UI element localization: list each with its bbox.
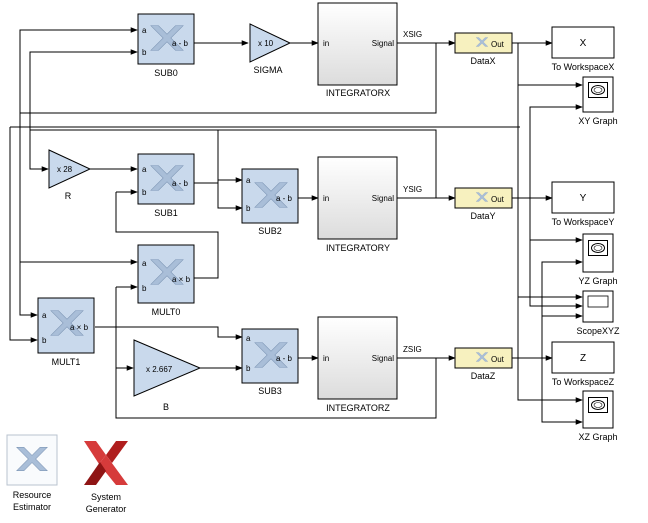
integratorz-out: Signal (372, 354, 394, 363)
sub1-port-b: b (142, 188, 147, 197)
dataz-port: Out (491, 355, 505, 364)
integratorz-in: in (323, 354, 329, 363)
sub3-op: a - b (276, 354, 293, 363)
xz-graph-scope-icon (588, 397, 608, 413)
integratorx-in: in (323, 39, 329, 48)
sub3-block[interactable]: a b a - b SUB3 (241, 328, 299, 396)
sub0-port-a: a (142, 26, 147, 35)
scopexyz-screen-icon (587, 295, 609, 308)
sub1-port-a: a (142, 165, 147, 174)
workspacey-label: To WorkspaceY (552, 217, 615, 227)
datax-gateway-block[interactable]: Out DataX (454, 32, 513, 66)
xy-graph-label: XY Graph (578, 116, 617, 126)
to-workspacez-block[interactable]: Z To WorkspaceZ (551, 341, 615, 387)
sub0-label: SUB0 (154, 68, 178, 78)
sigma-gain-block[interactable]: x 10 SIGMA (249, 23, 292, 75)
mult1-op: a × b (70, 323, 89, 332)
sub3-port-b: b (246, 364, 251, 373)
sub3-label: SUB3 (258, 386, 282, 396)
sub2-port-a: a (246, 176, 251, 185)
system-generator-line2: Generator (86, 504, 127, 514)
xz-graph-label: XZ Graph (578, 432, 617, 442)
mult1-block[interactable]: a b a × b MULT1 (37, 297, 95, 367)
b-label: B (163, 402, 169, 412)
integratorx-label: INTEGRATORX (326, 88, 390, 98)
datay-label: DataY (470, 211, 495, 221)
yz-graph-block[interactable]: YZ Graph (578, 233, 618, 286)
mult0-label: MULT0 (152, 307, 181, 317)
sub2-op: a - b (276, 194, 293, 203)
mult0-op: a × b (172, 275, 191, 284)
resource-estimator-line1: Resource (13, 490, 52, 500)
datay-gateway-block[interactable]: Out DataY (454, 187, 513, 221)
system-generator-block[interactable]: System Generator (84, 441, 128, 514)
integratory-label: INTEGRATORY (326, 243, 390, 253)
xy-graph-block[interactable]: XY Graph (578, 76, 618, 126)
ysig-label: YSIG (403, 185, 422, 194)
xy-graph-scope-icon (588, 82, 608, 98)
sub2-block[interactable]: a b a - b SUB2 (241, 168, 299, 236)
scopexyz-label: ScopeXYZ (576, 326, 620, 336)
b-gain-block[interactable]: x 2.667 B (133, 339, 202, 412)
mult0-port-a: a (142, 259, 147, 268)
workspacex-var: X (580, 38, 587, 49)
mult0-port-b: b (142, 284, 147, 293)
datax-port: Out (491, 40, 505, 49)
wires (9, 27, 583, 425)
b-gain-value: x 2.667 (146, 365, 173, 374)
mult1-port-b: b (42, 336, 47, 345)
integratorx-block[interactable]: in Signal INTEGRATORX (317, 2, 398, 98)
resource-estimator-line2: Estimator (13, 502, 51, 512)
integratory-in: in (323, 194, 329, 203)
sigma-gain-value: x 10 (258, 39, 274, 48)
dataz-label: DataZ (471, 371, 496, 381)
system-generator-line1: System (91, 492, 121, 502)
xsig-label: XSIG (403, 30, 422, 39)
sub1-op: a - b (172, 179, 189, 188)
mult1-port-a: a (42, 311, 47, 320)
sub2-label: SUB2 (258, 226, 282, 236)
to-workspacey-block[interactable]: Y To WorkspaceY (551, 181, 615, 227)
to-workspacex-block[interactable]: X To WorkspaceX (551, 26, 615, 72)
integratorz-block[interactable]: in Signal INTEGRATORZ (317, 316, 398, 413)
scopexyz-block[interactable]: ScopeXYZ (576, 290, 620, 336)
sub1-label: SUB1 (154, 208, 178, 218)
sub2-port-b: b (246, 204, 251, 213)
sub0-block[interactable]: a b a - b SUB0 (137, 13, 195, 78)
resource-estimator-block[interactable]: Resource Estimator (6, 434, 58, 512)
datay-port: Out (491, 195, 505, 204)
workspacex-label: To WorkspaceX (552, 62, 615, 72)
r-gain-block[interactable]: x 28 R (48, 149, 92, 201)
dataz-gateway-block[interactable]: Out DataZ (454, 347, 513, 381)
mult0-block[interactable]: a b a × b MULT0 (137, 244, 195, 317)
yz-graph-label: YZ Graph (578, 276, 617, 286)
workspacey-var: Y (580, 193, 587, 204)
mult1-label: MULT1 (52, 357, 81, 367)
sub0-port-b: b (142, 48, 147, 57)
integratorx-out: Signal (372, 39, 394, 48)
zsig-label: ZSIG (403, 345, 422, 354)
r-gain-value: x 28 (57, 165, 73, 174)
sub1-block[interactable]: a b a - b SUB1 (137, 153, 195, 218)
sigma-label: SIGMA (253, 65, 282, 75)
workspacez-var: Z (580, 353, 586, 364)
sub0-op: a - b (172, 39, 189, 48)
system-generator-logo-icon (84, 441, 128, 485)
integratory-out: Signal (372, 194, 394, 203)
yz-graph-scope-icon (588, 240, 608, 256)
xz-graph-block[interactable]: XZ Graph (578, 390, 618, 442)
integratory-block[interactable]: in Signal INTEGRATORY (317, 156, 398, 253)
workspacez-label: To WorkspaceZ (552, 377, 615, 387)
r-label: R (65, 191, 72, 201)
sub3-port-a: a (246, 334, 251, 343)
datax-label: DataX (470, 56, 495, 66)
integratorz-label: INTEGRATORZ (326, 403, 390, 413)
